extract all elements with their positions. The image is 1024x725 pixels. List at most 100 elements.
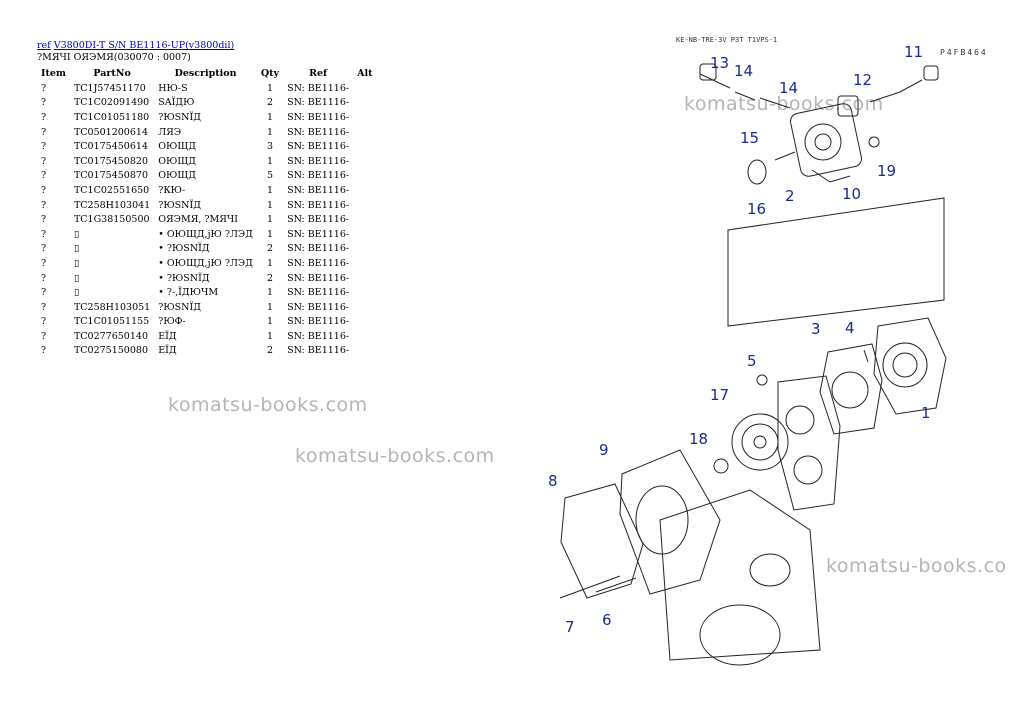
ref-link[interactable]: ref [37, 40, 51, 51]
cell-qty: 1 [266, 126, 273, 138]
callout-6: 6 [602, 611, 612, 629]
cell-item: ? [41, 301, 47, 313]
col-qty: Qty [260, 68, 280, 79]
callout-3: 3 [811, 320, 821, 338]
cell-ref: SN: BE1116- [287, 301, 350, 313]
gasket-sheet [727, 197, 945, 327]
cell-description: ОЮЩД [158, 141, 196, 153]
cell-ref: SN: BE1116- [287, 243, 350, 255]
callout-7: 7 [565, 618, 575, 636]
cell-alt [353, 256, 376, 271]
breadcrumb: ref V3800DI-T S/N BE1116-UP(v3800dil) [37, 39, 234, 52]
cell-alt [353, 271, 376, 286]
cell-ref: SN: BE1116- [287, 82, 350, 94]
cell-ref: SN: BE1116- [287, 155, 350, 167]
cell-partno: TC0175450870 [73, 170, 148, 182]
cell-item: ? [41, 199, 47, 211]
cell-ref: SN: BE1116- [287, 228, 350, 240]
cell-item: ? [41, 272, 47, 284]
cell-partno: ▯ [73, 272, 80, 284]
col-ref: Ref [309, 68, 328, 79]
cell-alt [353, 315, 376, 330]
cell-qty: 1 [266, 111, 273, 123]
cell-description: • ?-,ЇДЮЧМ [158, 287, 219, 299]
cell-ref: SN: BE1116- [287, 345, 350, 357]
callout-5: 5 [747, 352, 757, 370]
callout-14: 14 [734, 62, 753, 80]
cell-qty: 1 [266, 228, 273, 240]
cell-alt [353, 300, 376, 315]
callout-17: 17 [710, 386, 729, 404]
cell-partno: ▯ [73, 243, 80, 255]
cell-qty: 1 [266, 184, 273, 196]
cell-alt [353, 110, 376, 125]
cell-description: ОЮЩД [158, 155, 196, 167]
cell-alt [353, 125, 376, 140]
cell-alt [353, 183, 376, 198]
callout-12: 12 [853, 71, 872, 89]
cell-item: ? [41, 97, 47, 109]
cell-qty: 2 [266, 345, 273, 357]
diagram-code: P4FB464 [940, 48, 988, 57]
cell-item: ? [41, 214, 47, 226]
cell-description: ?ЮФ- [158, 316, 186, 328]
cell-partno: TC1G38150500 [73, 214, 150, 226]
cell-ref: SN: BE1116- [287, 287, 350, 299]
cell-ref: SN: BE1116- [287, 184, 350, 196]
cell-partno: TC1J57451170 [73, 82, 146, 94]
cell-item: ? [41, 111, 47, 123]
cell-description: SAЇДЮ [158, 97, 195, 109]
model-link[interactable]: V3800DI-T S/N BE1116-UP(v3800dil) [53, 40, 235, 51]
cell-alt [353, 212, 376, 227]
callout-16: 16 [747, 200, 766, 218]
cell-description: ЛЯЭ [158, 126, 182, 138]
cell-item: ? [41, 243, 47, 255]
cell-ref: SN: BE1116- [287, 111, 350, 123]
cell-partno: TC258H103051 [73, 301, 151, 313]
cell-ref: SN: BE1116- [287, 330, 350, 342]
cell-qty: 1 [266, 199, 273, 211]
cell-ref: SN: BE1116- [287, 272, 350, 284]
cell-description: ОЯЭМЯ, ?МЯЧІ [158, 214, 238, 226]
cell-ref: SN: BE1116- [287, 199, 350, 211]
callout-2: 2 [785, 187, 795, 205]
cell-description: НЮ-S [158, 82, 188, 94]
cell-description: • ?ЮSNЇД [158, 272, 210, 284]
callout-4: 4 [845, 319, 855, 337]
cell-ref: SN: BE1116- [287, 170, 350, 182]
cell-item: ? [41, 126, 47, 138]
cell-partno: TC0175450614 [73, 141, 148, 153]
cell-description: • ?ЮSNЇД [158, 243, 210, 255]
callout-19: 19 [877, 162, 896, 180]
cell-item: ? [41, 170, 47, 182]
cell-item: ? [41, 316, 47, 328]
cell-alt [353, 344, 376, 359]
cell-partno: TC0277650140 [73, 330, 148, 342]
cell-partno: TC0501200614 [73, 126, 148, 138]
callout-8: 8 [548, 472, 558, 490]
cell-item: ? [41, 345, 47, 357]
callout-10: 10 [842, 185, 861, 203]
col-partno: PartNo [93, 68, 131, 79]
cell-description: ЕЇД [158, 345, 177, 357]
cell-description: • ОЮЩД,јЮ ?ЛЭД [158, 228, 253, 240]
cell-partno: TC0275150080 [73, 345, 148, 357]
col-item: Item [41, 68, 66, 79]
cell-qty: 1 [266, 301, 273, 313]
cell-description: ОЮЩД [158, 170, 196, 182]
callout-15: 15 [740, 129, 759, 147]
callout-1: 1 [921, 404, 931, 422]
